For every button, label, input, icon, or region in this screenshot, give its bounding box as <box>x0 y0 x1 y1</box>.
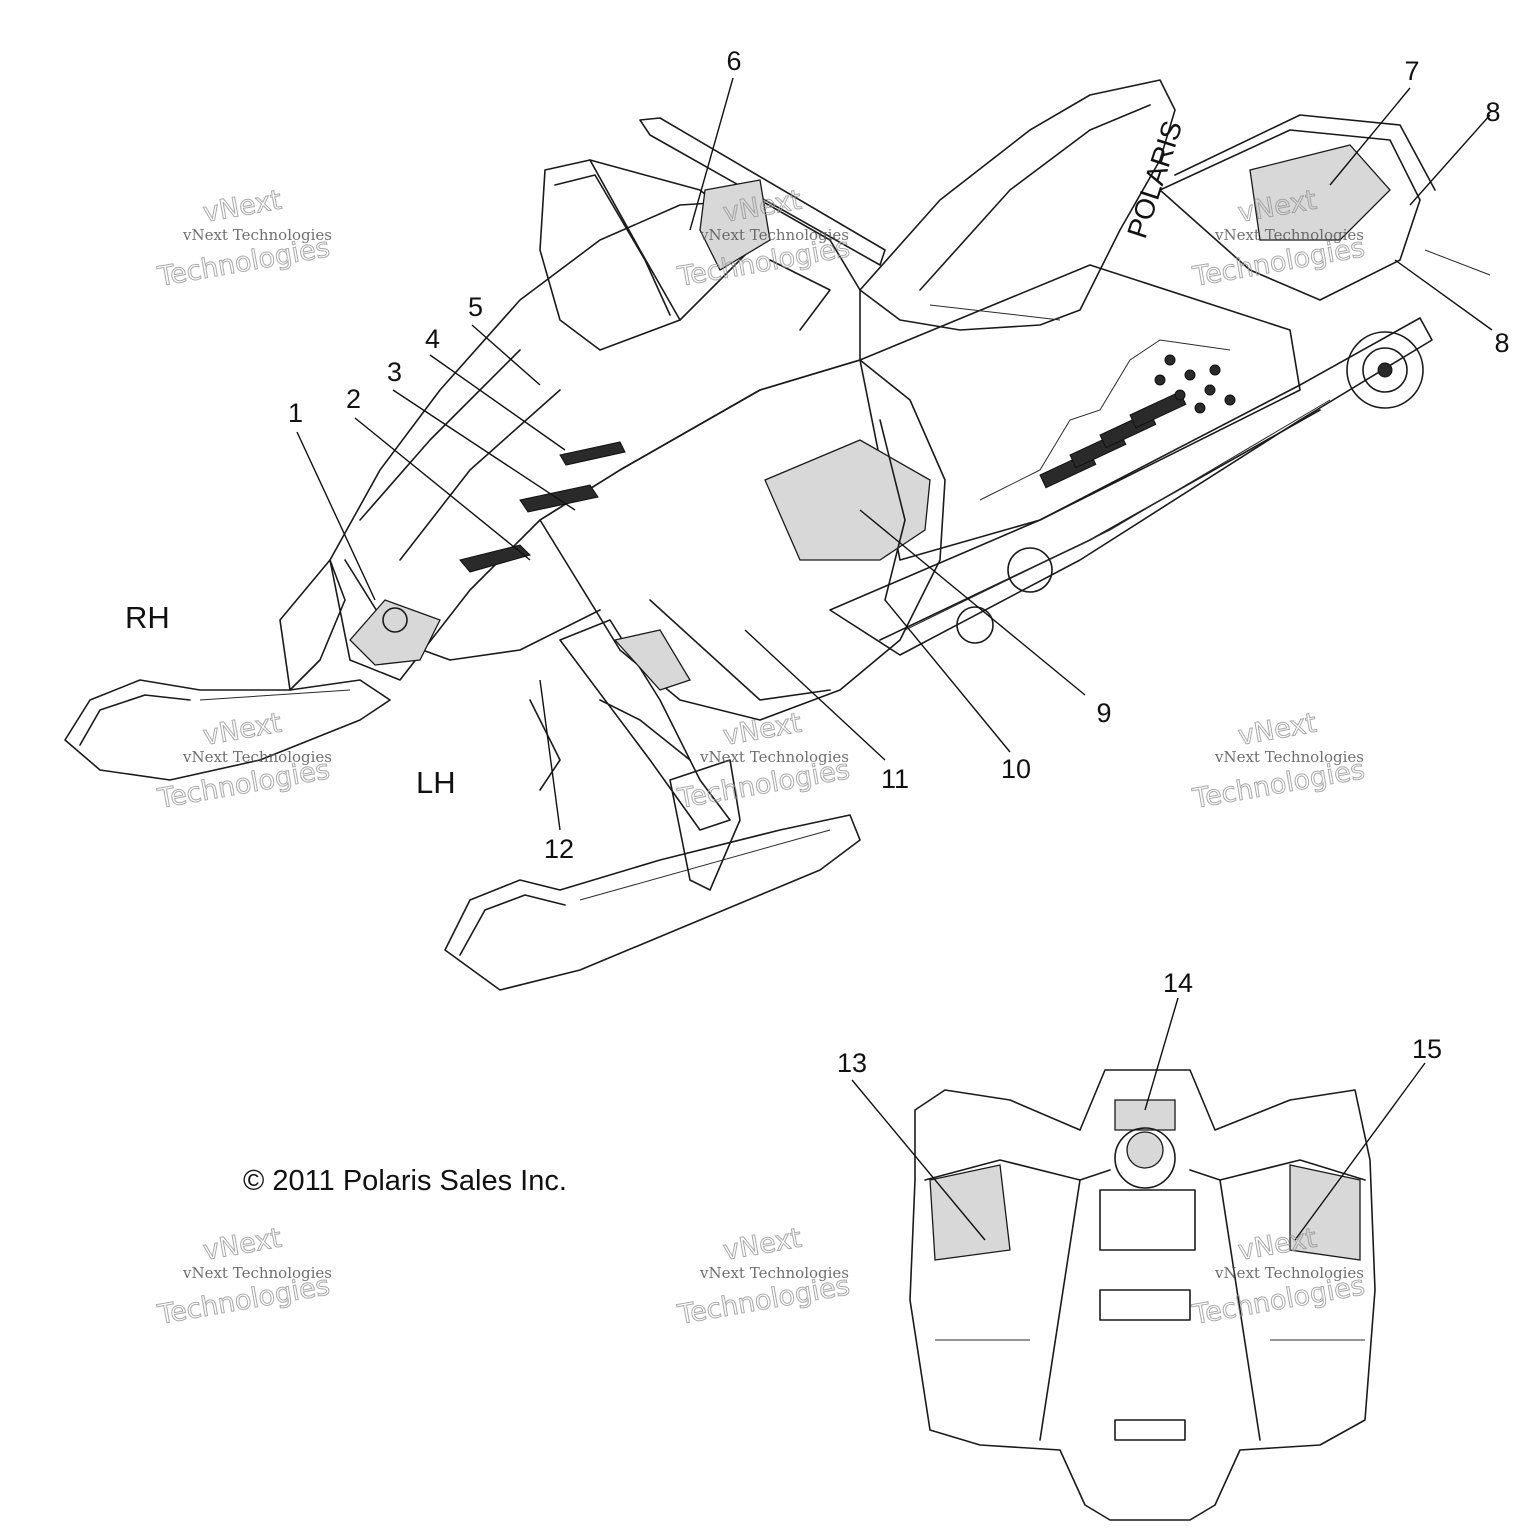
right-hand-label: RH <box>125 600 170 635</box>
watermark-line1: vNext Technologies <box>1214 1264 1364 1282</box>
callout-labels: 1 2 3 4 5 6 7 8 8 9 10 11 12 13 14 15 <box>288 46 1510 1078</box>
hood-top-view <box>909 1069 1376 1521</box>
watermark-line1: vNext Technologies <box>699 226 849 244</box>
callout-10: 10 <box>1001 754 1031 784</box>
callout-13: 13 <box>837 1048 867 1078</box>
watermark-line1: vNext Technologies <box>699 1264 849 1282</box>
left-hand-label: LH <box>416 765 456 800</box>
watermark-overlay: vNext <box>721 708 804 752</box>
callout-1: 1 <box>288 398 303 428</box>
watermark: vNext vNext Technologies Technologies <box>674 1222 852 1331</box>
callout-6: 6 <box>726 46 741 76</box>
watermark: vNext vNext Technologies Technologies <box>1189 707 1367 815</box>
seat-brand-text: POLARIS <box>1121 117 1188 242</box>
watermark-overlay: vNext <box>1236 1223 1319 1267</box>
callout-14: 14 <box>1163 968 1193 998</box>
watermark-line1: vNext Technologies <box>1214 748 1364 766</box>
watermark-overlay: vNext <box>201 185 284 229</box>
callout-9: 9 <box>1096 698 1111 728</box>
watermark-overlay: vNext <box>201 708 284 752</box>
callout-5: 5 <box>468 292 483 322</box>
callout-12: 12 <box>544 834 574 864</box>
watermark: vNext vNext Technologies Technologies <box>154 1222 332 1331</box>
leader-lines <box>296 77 1493 1241</box>
watermark: vNext vNext Technologies Technologies <box>674 707 852 815</box>
watermark-line1: vNext Technologies <box>182 748 332 766</box>
watermark-line1: vNext Technologies <box>1214 226 1364 244</box>
callout-2: 2 <box>346 384 361 414</box>
watermark-overlay: vNext <box>721 1223 804 1267</box>
watermark-overlay: vNext <box>1236 708 1319 752</box>
callout-3: 3 <box>387 357 402 387</box>
watermark-line1: vNext Technologies <box>182 1264 332 1282</box>
watermark: vNext vNext Technologies Technologies <box>154 707 332 815</box>
callout-4: 4 <box>425 324 440 354</box>
snowmobile-illustration: POLARIS <box>64 79 1491 991</box>
copyright-text: © 2011 Polaris Sales Inc. <box>243 1165 567 1197</box>
watermark: vNext vNext Technologies Technologies <box>674 184 852 293</box>
callout-8-upper: 8 <box>1485 97 1500 127</box>
watermark-overlay: vNext <box>201 1223 284 1267</box>
watermarks: vNext vNext Technologies Technologies vN… <box>154 184 1367 1331</box>
watermark: vNext vNext Technologies Technologies <box>154 184 332 293</box>
watermark-line1: vNext Technologies <box>699 748 849 766</box>
callout-11: 11 <box>881 764 909 794</box>
watermark-line1: vNext Technologies <box>182 226 332 244</box>
callout-8-lower: 8 <box>1494 328 1509 358</box>
callout-7: 7 <box>1404 56 1419 86</box>
callout-15: 15 <box>1412 1034 1442 1064</box>
